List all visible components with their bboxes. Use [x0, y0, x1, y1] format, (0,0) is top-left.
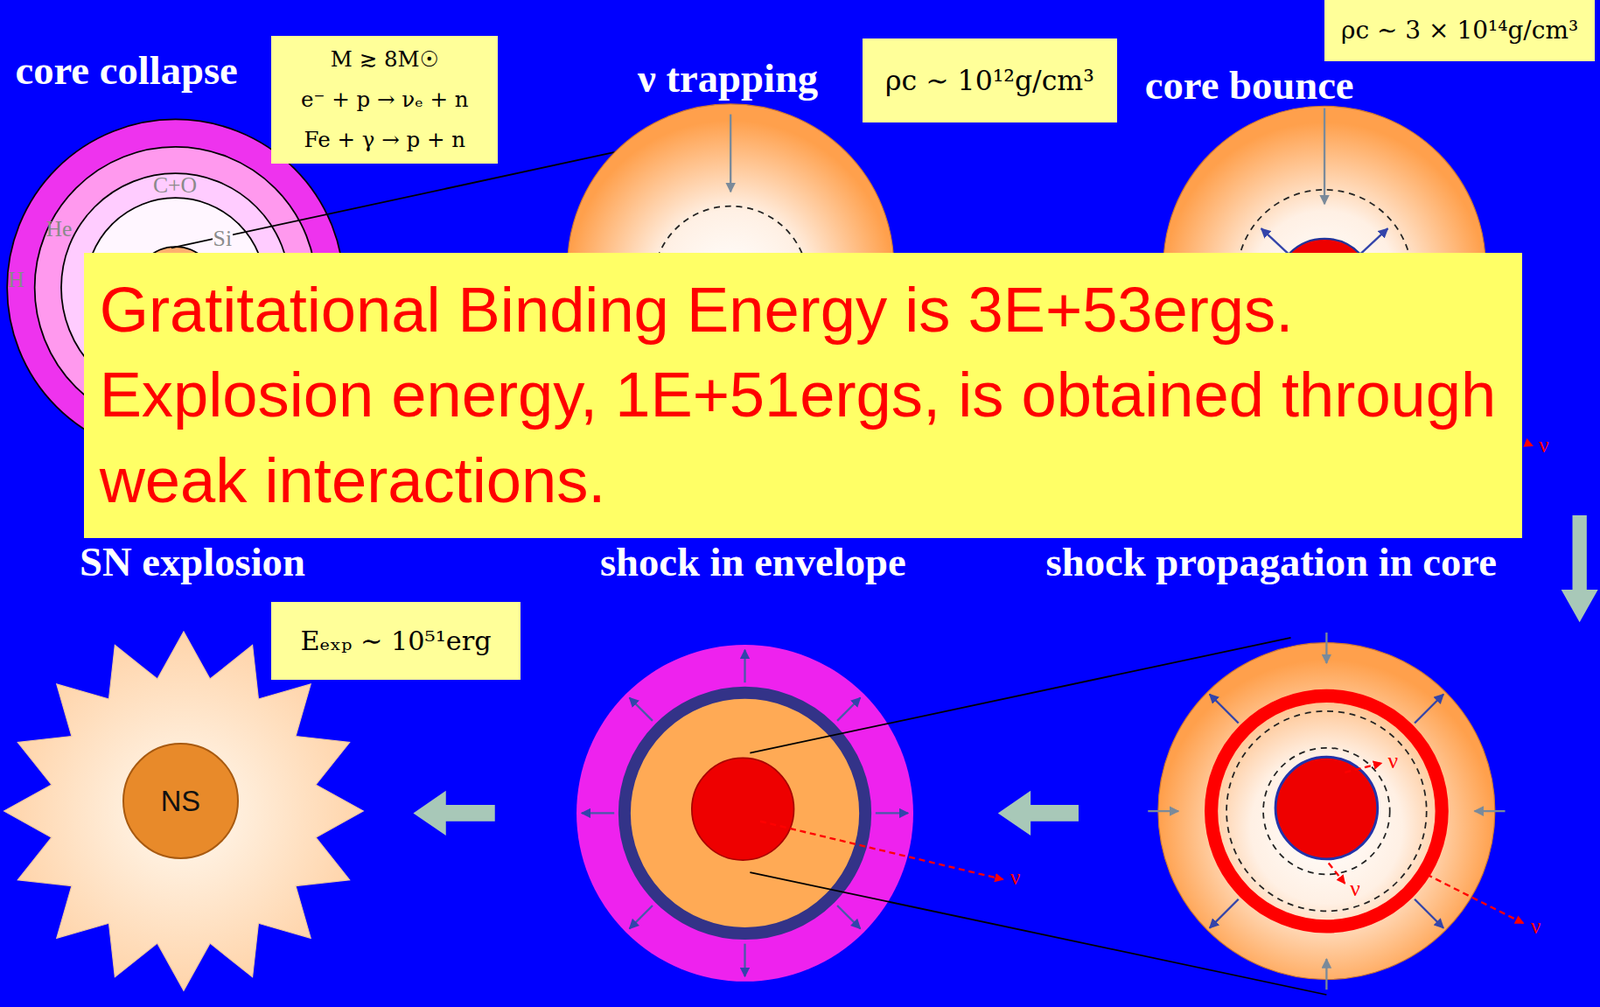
box-text: ρc ∼ 10¹²g/cm³ [885, 64, 1095, 97]
box-text: e⁻ + p → νₑ + n [300, 86, 469, 112]
box-text: ρc ∼ 3 × 10¹⁴g/cm³ [1341, 15, 1579, 45]
bounce-core-part [1261, 228, 1291, 255]
envelope-shock-part-part [743, 649, 746, 683]
layer-label: C+O [153, 173, 197, 198]
core-shock-part-part [1474, 810, 1506, 812]
trapping-core-part [729, 114, 732, 193]
core-shock-part [1275, 756, 1378, 860]
note-box: Gratitational Binding Energy is 3E+53erg… [83, 252, 1524, 538]
core-shock-part-part [1147, 810, 1179, 812]
core-shock-part [1209, 693, 1444, 928]
core-shock-part [1147, 632, 1505, 990]
layer-label: H [7, 267, 25, 293]
envelope-shock-part-part [629, 698, 653, 721]
core-shock-part-part [1344, 762, 1382, 772]
envelope-shock-part [760, 821, 1004, 880]
stage-heading: ν trapping [637, 55, 818, 101]
note-text: Gratitational Binding Energy is 3E+53erg… [99, 267, 1508, 525]
stage-arrow [998, 790, 1079, 836]
box-text: NS [160, 784, 201, 818]
bounce-core-part [1323, 108, 1326, 205]
stage-heading: core collapse [14, 48, 238, 93]
box-text: Fe + γ → p + n [304, 126, 466, 153]
envelope-shock-part [576, 644, 914, 982]
envelope-shock-part-part [837, 698, 860, 721]
envelope-shock-part-part [581, 811, 615, 814]
stage-heading: shock in envelope [600, 539, 907, 585]
energy-box: Eₑₓₚ ∼ 10⁵¹erg [271, 601, 521, 680]
density-box: ρc ∼ 3 × 10¹⁴g/cm³ [1324, 0, 1595, 62]
envelope-shock-part [691, 757, 795, 860]
core-shock-part-part [1325, 632, 1328, 664]
core-shock-part [1211, 695, 1443, 927]
envelope-shock-part-part [875, 811, 909, 814]
neutrino-label: ν [1387, 748, 1398, 774]
stage-arrow [1561, 515, 1599, 622]
core-shock-part-part [1325, 958, 1328, 990]
stage-arrow [412, 790, 495, 836]
core-shock-part-part [1209, 693, 1239, 723]
envelope-shock-part [581, 649, 909, 977]
neutrino-label: ν [1538, 433, 1550, 458]
stage-heading: shock propagation in core [1046, 539, 1497, 585]
core-shock-part [1158, 642, 1496, 980]
envelope-shock-part [624, 692, 866, 934]
core-shock-part [1226, 711, 1427, 912]
envelope-shock-part-part [629, 905, 653, 929]
density-box: ρc ∼ 10¹²g/cm³ [862, 38, 1118, 123]
core-shock-part [1328, 762, 1524, 923]
core-shock-part-part [1426, 873, 1524, 923]
neutrino-label: ν [1349, 876, 1361, 902]
bounce-core-part [1359, 228, 1389, 255]
stage-heading: core bounce [1145, 62, 1355, 108]
envelope-shock-part-part [743, 943, 746, 977]
stage-heading: SN explosion [79, 539, 306, 585]
core-shock-part-part [1328, 863, 1346, 884]
neutrino-label: ν [1010, 865, 1021, 890]
core-shock-part-part [1414, 899, 1444, 929]
core-shock-part-part [1414, 693, 1444, 723]
layer-label: Si [212, 226, 233, 252]
box-text: M ≳ 8M☉ [330, 46, 440, 72]
supernova-burst [4, 631, 364, 991]
core-shock-part [1263, 747, 1391, 875]
neutron-star: NS [122, 742, 239, 860]
core-shock [1147, 632, 1524, 990]
layer-label: He [45, 216, 72, 242]
core-shock-part-part [1209, 899, 1239, 929]
neutrino-label: ν [1530, 914, 1542, 939]
box-text: Eₑₓₚ ∼ 10⁵¹erg [300, 625, 491, 657]
equation-box: M ≳ 8M☉ e⁻ + p → νₑ + n Fe + γ → p + n [271, 35, 498, 164]
envelope-shock-part-part [837, 905, 860, 929]
envelope-shock [576, 644, 1004, 982]
